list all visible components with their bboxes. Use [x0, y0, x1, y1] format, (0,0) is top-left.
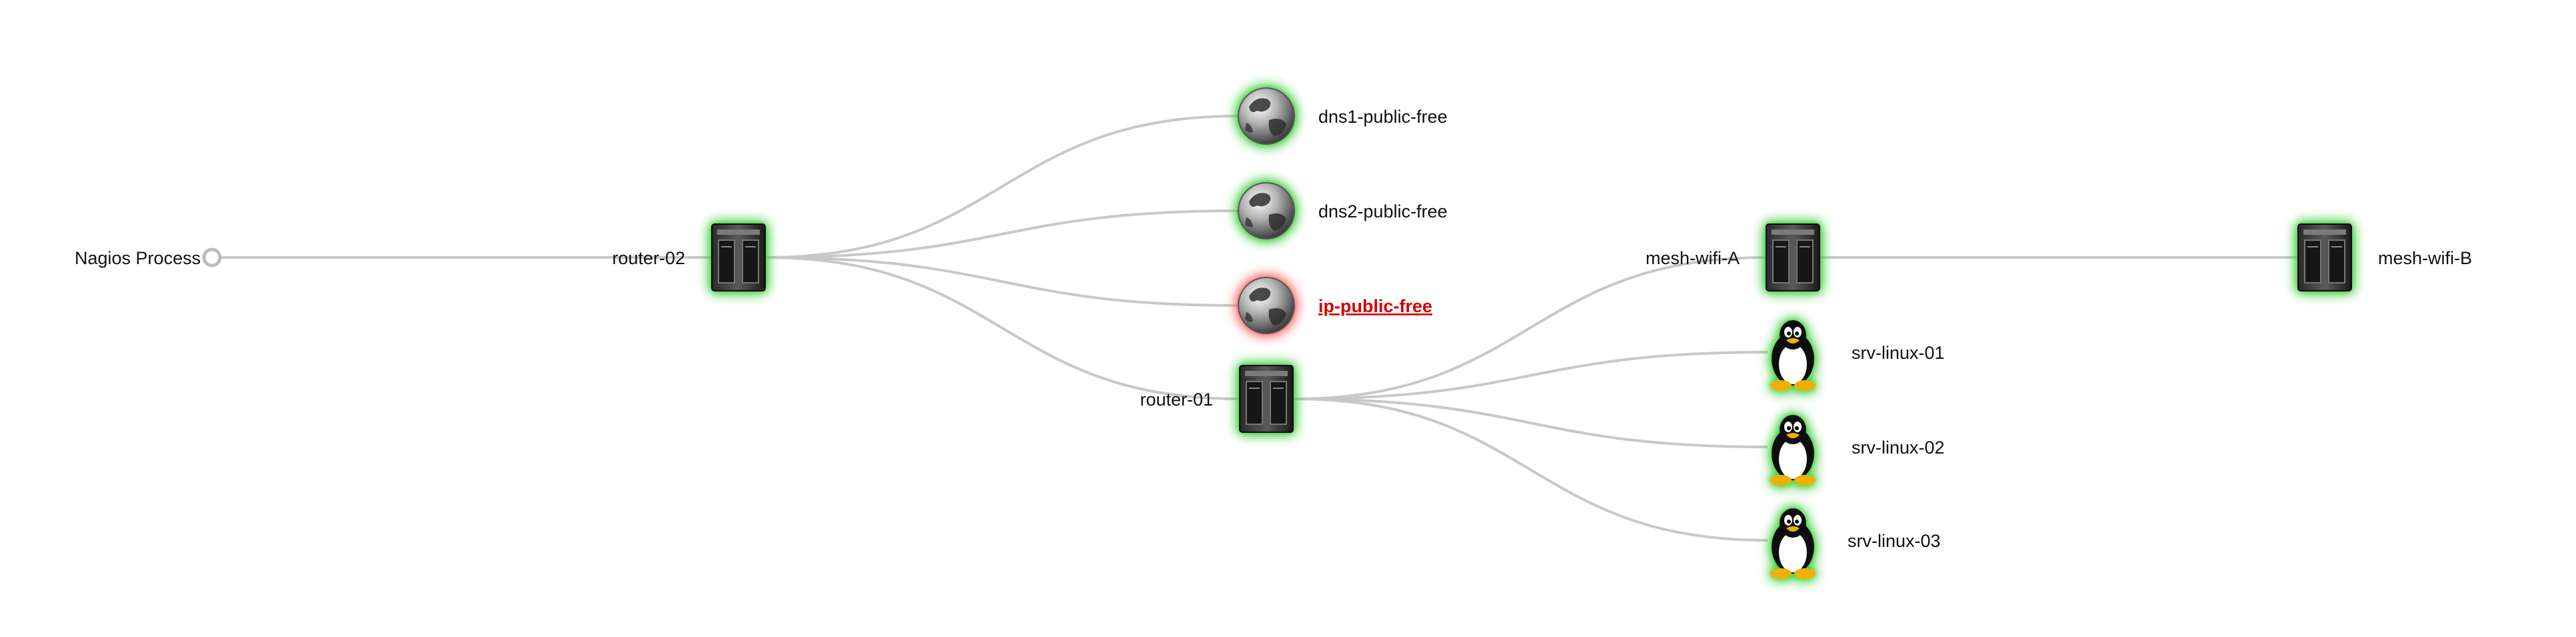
link-router-02-to-dns1	[764, 115, 1239, 259]
server-icon[interactable]	[1766, 223, 1820, 291]
node-label[interactable]: dns2-public-free	[1318, 201, 1448, 221]
linux-penguin-icon[interactable]	[1770, 508, 1816, 579]
node-label[interactable]: Nagios Process	[75, 248, 201, 268]
node-label[interactable]: srv-linux-01	[1852, 343, 1945, 363]
node-label[interactable]: mesh-wifi-A	[1646, 248, 1740, 268]
globe-icon[interactable]	[1238, 182, 1295, 239]
root-node-icon[interactable]	[202, 247, 222, 267]
node-label[interactable]: router-01	[1140, 390, 1213, 410]
node-label[interactable]: ip-public-free	[1318, 296, 1432, 316]
node-dns1[interactable]: dns1-public-free	[1238, 87, 1448, 145]
node-router-02[interactable]: router-02	[612, 223, 766, 291]
linux-penguin-icon[interactable]	[1770, 320, 1816, 391]
node-label[interactable]: mesh-wifi-B	[2378, 248, 2472, 268]
node-label[interactable]: dns1-public-free	[1318, 107, 1448, 127]
server-icon[interactable]	[1239, 365, 1294, 433]
link-layer	[220, 115, 2298, 542]
link-router-01-to-srv-linux-02	[1292, 398, 1768, 448]
node-label[interactable]: srv-linux-02	[1852, 438, 1945, 458]
node-label[interactable]: router-02	[612, 248, 685, 268]
node-mesh-wifi-b[interactable]: mesh-wifi-B	[2297, 223, 2472, 291]
node-mesh-wifi-a[interactable]: mesh-wifi-A	[1646, 223, 1820, 291]
node-srv-linux-02[interactable]: srv-linux-02	[1770, 415, 1945, 486]
node-srv-linux-01[interactable]: srv-linux-01	[1770, 320, 1945, 391]
linux-penguin-icon[interactable]	[1770, 415, 1816, 486]
node-label[interactable]: srv-linux-03	[1848, 531, 1941, 551]
globe-icon[interactable]	[1238, 87, 1295, 145]
node-srv-linux-03[interactable]: srv-linux-03	[1770, 508, 1941, 579]
link-router-02-to-router-01	[764, 256, 1240, 400]
node-layer: Nagios Process router-02 dns1-public-free d…	[75, 87, 2472, 579]
node-nagios-process[interactable]: Nagios Process	[75, 247, 222, 268]
link-router-01-to-mesh-wifi-a	[1292, 256, 1767, 400]
link-router-02-to-ip-public	[764, 256, 1239, 307]
server-icon[interactable]	[711, 223, 766, 291]
globe-icon[interactable]	[1238, 277, 1295, 334]
link-router-01-to-srv-linux-03	[1292, 398, 1768, 542]
server-icon[interactable]	[2297, 223, 2352, 291]
link-router-01-to-srv-linux-01	[1292, 351, 1768, 400]
node-dns2[interactable]: dns2-public-free	[1238, 182, 1448, 239]
node-ip-public[interactable]: ip-public-free	[1238, 277, 1432, 334]
node-router-01[interactable]: router-01	[1140, 365, 1294, 433]
link-router-02-to-dns2	[764, 209, 1239, 259]
